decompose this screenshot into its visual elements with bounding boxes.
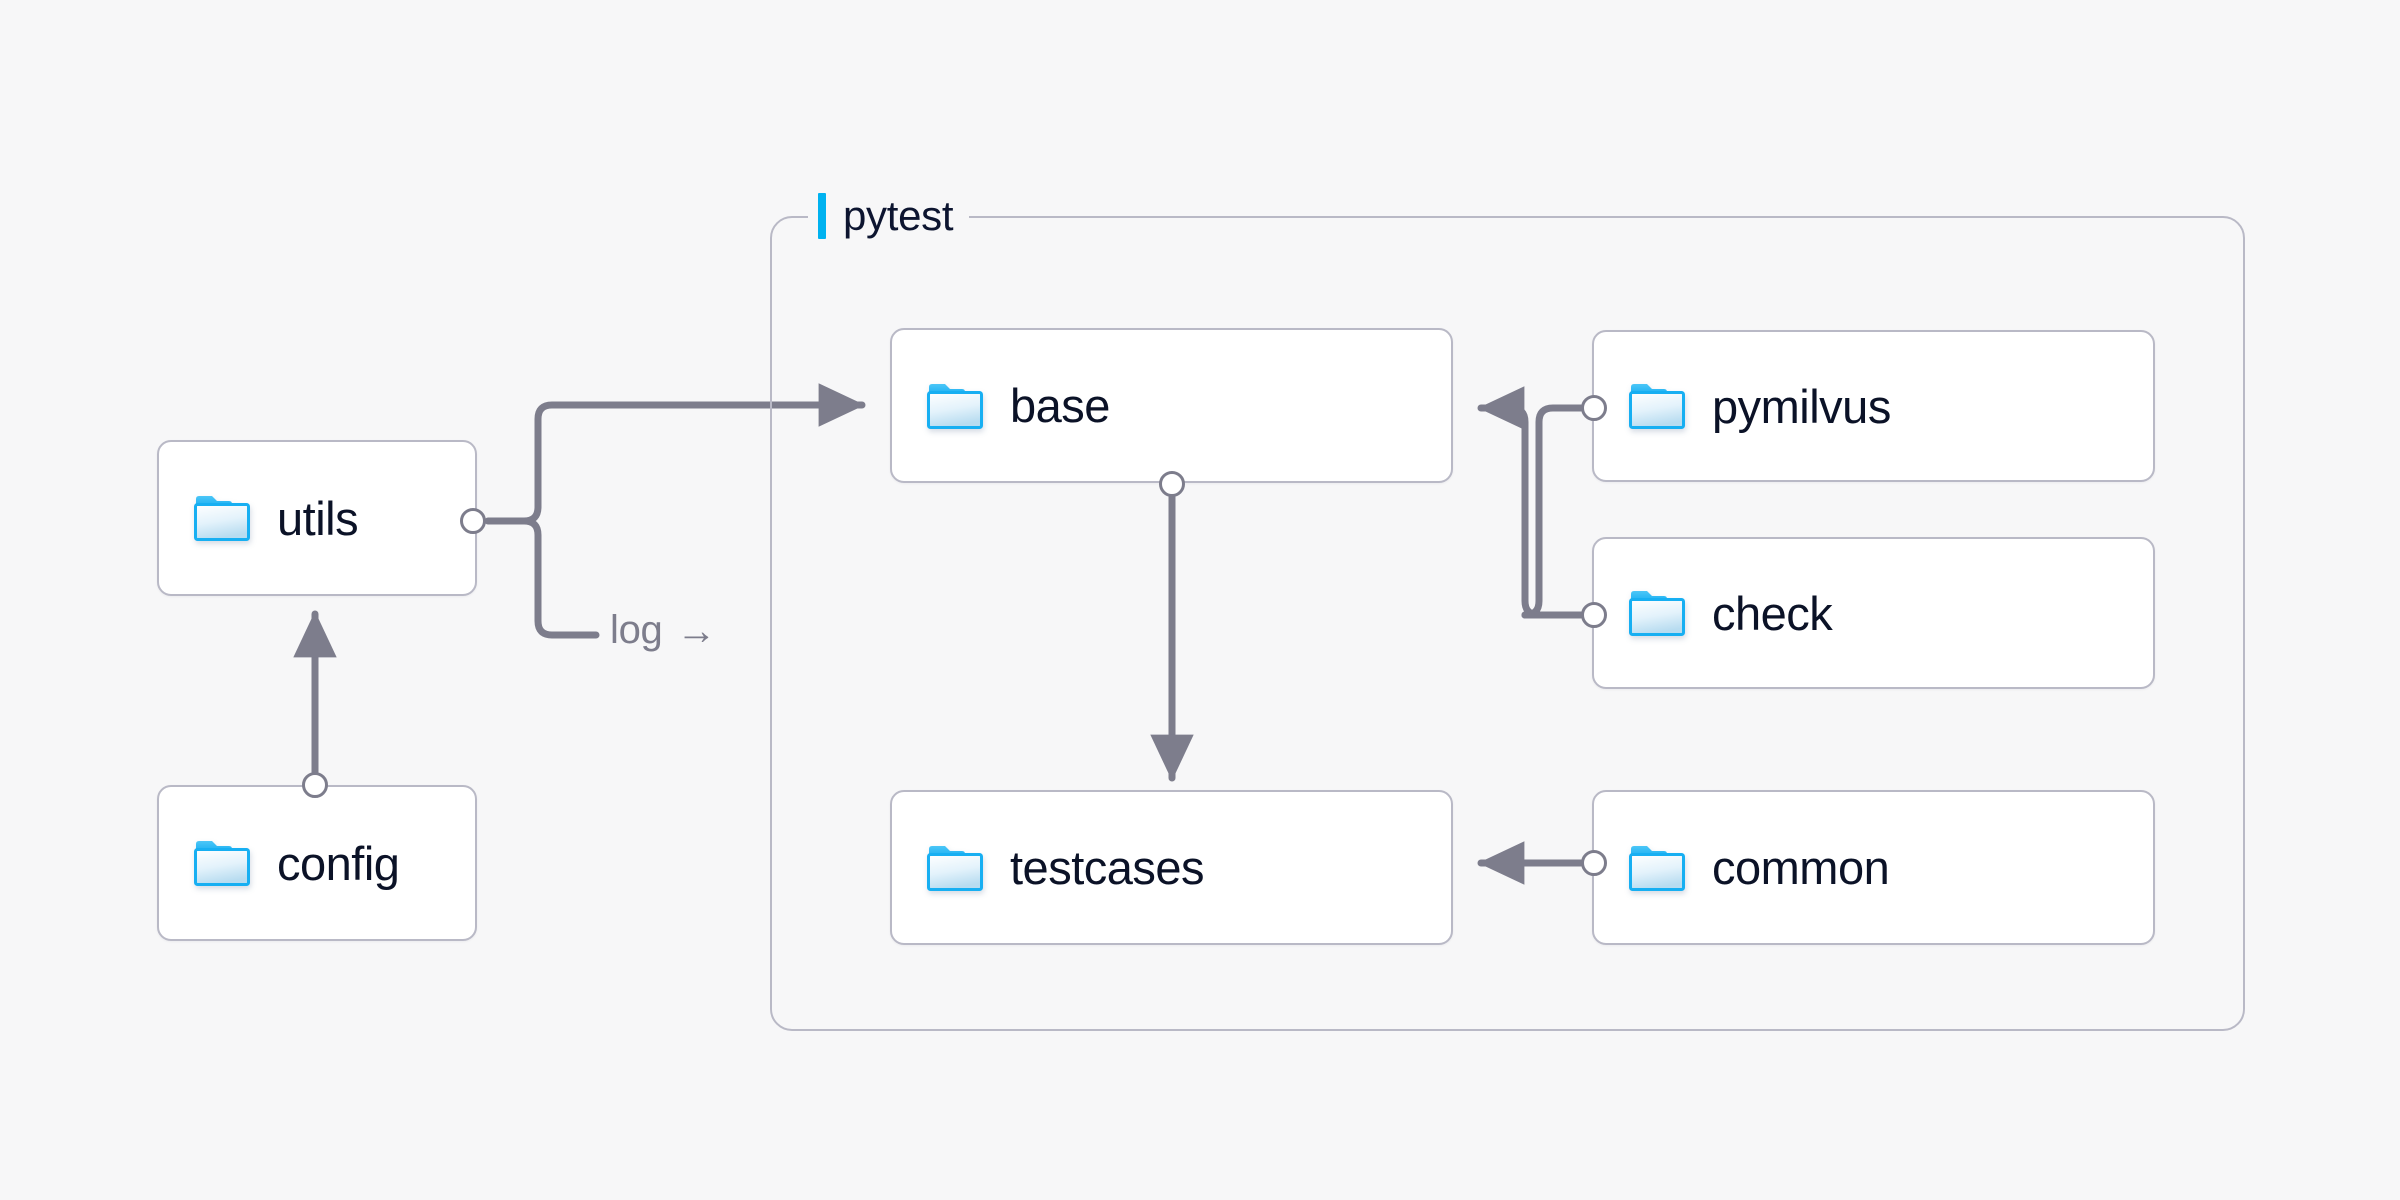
node-check-content: check bbox=[1594, 586, 1833, 641]
edge-label-log-text: log bbox=[610, 608, 663, 652]
edge-label-log[interactable]: log → bbox=[604, 608, 723, 653]
edge-utils-to-log bbox=[520, 517, 600, 639]
group-label-text: pytest bbox=[843, 192, 954, 239]
group-pytest-label[interactable]: pytest bbox=[808, 189, 970, 243]
node-check[interactable]: check bbox=[1592, 537, 2155, 689]
group-accent-bar-icon bbox=[818, 193, 826, 239]
group-pytest[interactable] bbox=[770, 216, 2245, 1031]
port-utils-out[interactable] bbox=[460, 508, 486, 534]
node-pymilvus-content: pymilvus bbox=[1594, 379, 1891, 434]
node-pymilvus-label: pymilvus bbox=[1712, 379, 1891, 433]
port-config-out[interactable] bbox=[302, 772, 328, 798]
node-testcases-label: testcases bbox=[1010, 841, 1205, 894]
node-config[interactable]: config bbox=[157, 785, 477, 941]
node-utils[interactable]: utils bbox=[157, 440, 477, 596]
folder-icon bbox=[194, 496, 250, 541]
folder-icon bbox=[927, 845, 983, 891]
folder-icon bbox=[1629, 845, 1685, 891]
node-pymilvus[interactable]: pymilvus bbox=[1592, 330, 2155, 482]
port-check-out[interactable] bbox=[1581, 602, 1607, 628]
node-testcases[interactable]: testcases bbox=[890, 790, 1453, 945]
port-pymilvus-out[interactable] bbox=[1581, 395, 1607, 421]
node-common[interactable]: common bbox=[1592, 790, 2155, 945]
node-check-label: check bbox=[1712, 586, 1833, 640]
node-base-content: base bbox=[892, 378, 1110, 433]
port-base-out[interactable] bbox=[1159, 471, 1185, 497]
node-testcases-content: testcases bbox=[892, 840, 1205, 895]
node-base-label: base bbox=[1010, 379, 1110, 432]
node-config-content: config bbox=[159, 836, 400, 891]
node-common-label: common bbox=[1712, 841, 1890, 894]
folder-icon bbox=[927, 383, 983, 429]
node-config-label: config bbox=[277, 836, 400, 890]
folder-icon bbox=[194, 841, 250, 886]
node-utils-label: utils bbox=[277, 491, 359, 545]
port-common-out[interactable] bbox=[1581, 850, 1607, 876]
node-common-content: common bbox=[1594, 840, 1890, 895]
folder-icon bbox=[1629, 384, 1685, 429]
node-base[interactable]: base bbox=[890, 328, 1453, 483]
node-utils-content: utils bbox=[159, 491, 359, 546]
arrow-right-icon: → bbox=[676, 608, 717, 653]
folder-icon bbox=[1629, 591, 1685, 636]
